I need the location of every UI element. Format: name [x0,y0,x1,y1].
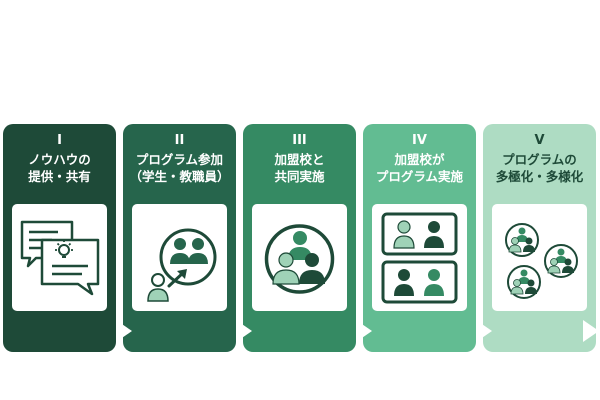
step-5-line2: 多極化・多様化 [495,169,584,184]
step-1-icon-panel [12,204,107,311]
arrow-4-to-5 [476,320,492,342]
step-3-numeral: III [292,133,307,148]
speech-bubbles-icon [20,220,100,296]
step-5-title: V プログラムの 多極化・多様化 [483,133,596,185]
step-1-line2: 提供・共有 [28,169,91,184]
step-4-line2: プログラム実施 [375,169,464,184]
arrow-3-to-4 [356,320,372,342]
step-2-title: II プログラム参加 （学生・教職員） [123,133,236,185]
step-1-title: I ノウハウの 提供・共有 [3,133,116,185]
step-1-line1: ノウハウの [28,152,91,167]
multiple-groups-icon [505,223,578,299]
step-5-line1: プログラムの [502,152,577,167]
step-4-card: IV 加盟校が プログラム実施 [363,124,476,352]
step-3-card: III 加盟校と 共同実施 [243,124,356,352]
group-circle-icon [264,224,335,294]
step-2-line1: プログラム参加 [135,152,224,167]
step-3-title: III 加盟校と 共同実施 [243,133,356,185]
arrow-1-to-2 [116,320,132,342]
step-4-title: IV 加盟校が プログラム実施 [363,133,476,185]
people-arrow-icon [147,228,217,302]
step-2-icon-panel [132,204,227,311]
two-groups-icon [381,212,458,304]
step-5-numeral: V [534,133,545,148]
arrow-2-to-3 [236,320,252,342]
step-2-card: II プログラム参加 （学生・教職員） [123,124,236,352]
step-2-line2: （学生・教職員） [129,169,230,184]
step-3-line1: 加盟校と [274,152,325,167]
step-1-numeral: I [57,133,62,148]
step-4-numeral: IV [412,133,427,148]
step-2-numeral: II [174,133,185,148]
step-3-line2: 共同実施 [274,169,325,184]
arrow-5-end [583,320,599,342]
step-4-icon-panel [372,204,467,311]
step-5-card: V プログラムの 多極化・多様化 [483,124,596,352]
step-5-icon-panel [492,204,587,311]
step-3-icon-panel [252,204,347,311]
step-1-card: I ノウハウの 提供・共有 [3,124,116,352]
step-4-line1: 加盟校が [394,152,445,167]
